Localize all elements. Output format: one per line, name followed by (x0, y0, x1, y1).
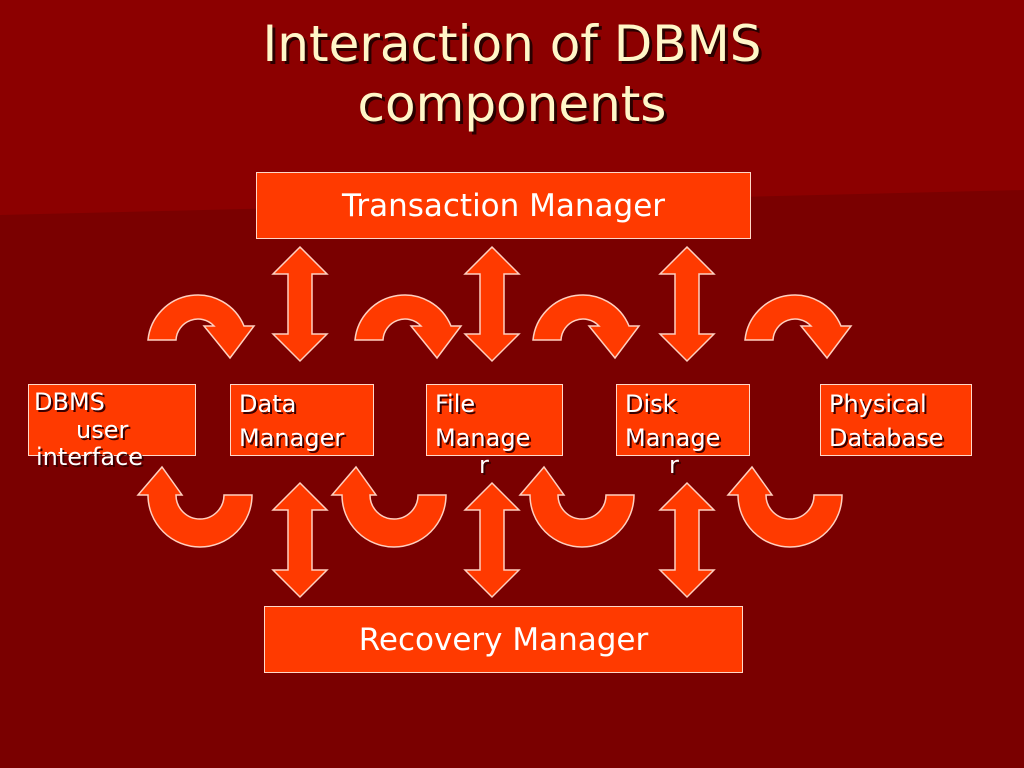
file-manager-box: File Manage r (426, 384, 563, 477)
curved-arrow-icon (136, 465, 253, 548)
slide-title: Interaction of DBMS components (0, 14, 1024, 134)
double-arrow-icon (659, 246, 715, 362)
curved-arrow-icon (354, 294, 462, 359)
double-arrow-icon (659, 482, 715, 598)
recovery-manager-label: Recovery Manager (358, 621, 649, 658)
physical-database-line-1: Physical (829, 390, 927, 418)
physical-database-line-2: Database (829, 424, 944, 452)
physical-database-box: Physical Database (820, 384, 972, 456)
curved-arrow-icon (726, 465, 843, 548)
title-line-1: Interaction of DBMS (262, 15, 762, 73)
double-arrow-icon (272, 482, 328, 598)
recovery-manager-box: Recovery Manager (264, 606, 743, 673)
curved-arrow-icon (147, 294, 255, 359)
curved-arrow-icon (744, 294, 852, 359)
interface-label: interface (36, 443, 144, 471)
file-manager-line-1: File (435, 390, 476, 418)
disk-manager-line-1: Disk (625, 390, 677, 418)
data-manager-box: Data Manager (230, 384, 374, 456)
data-manager-line-1: Data (239, 390, 297, 418)
transaction-manager-box: Transaction Manager (256, 172, 751, 239)
curved-arrow-icon (518, 465, 635, 548)
file-manager-line-3: r (479, 451, 489, 479)
transaction-manager-label: Transaction Manager (341, 187, 666, 224)
dbms-label: DBMS (34, 388, 105, 416)
curved-arrow-icon (532, 294, 640, 359)
file-manager-line-2: Manage (435, 424, 531, 452)
disk-manager-line-3: r (669, 451, 679, 479)
title-line-2: components (357, 75, 667, 133)
disk-manager-box: Disk Manage r (616, 384, 750, 477)
double-arrow-icon (464, 246, 520, 362)
disk-manager-line-2: Manage (625, 424, 721, 452)
data-manager-line-2: Manager (239, 424, 345, 452)
double-arrow-icon (464, 482, 520, 598)
user-label: user (76, 416, 129, 444)
dbms-user-interface-label: DBMS user interface (26, 386, 196, 472)
curved-arrow-icon (330, 465, 447, 548)
double-arrow-icon (272, 246, 328, 362)
dbms-user-interface-box (28, 384, 196, 456)
